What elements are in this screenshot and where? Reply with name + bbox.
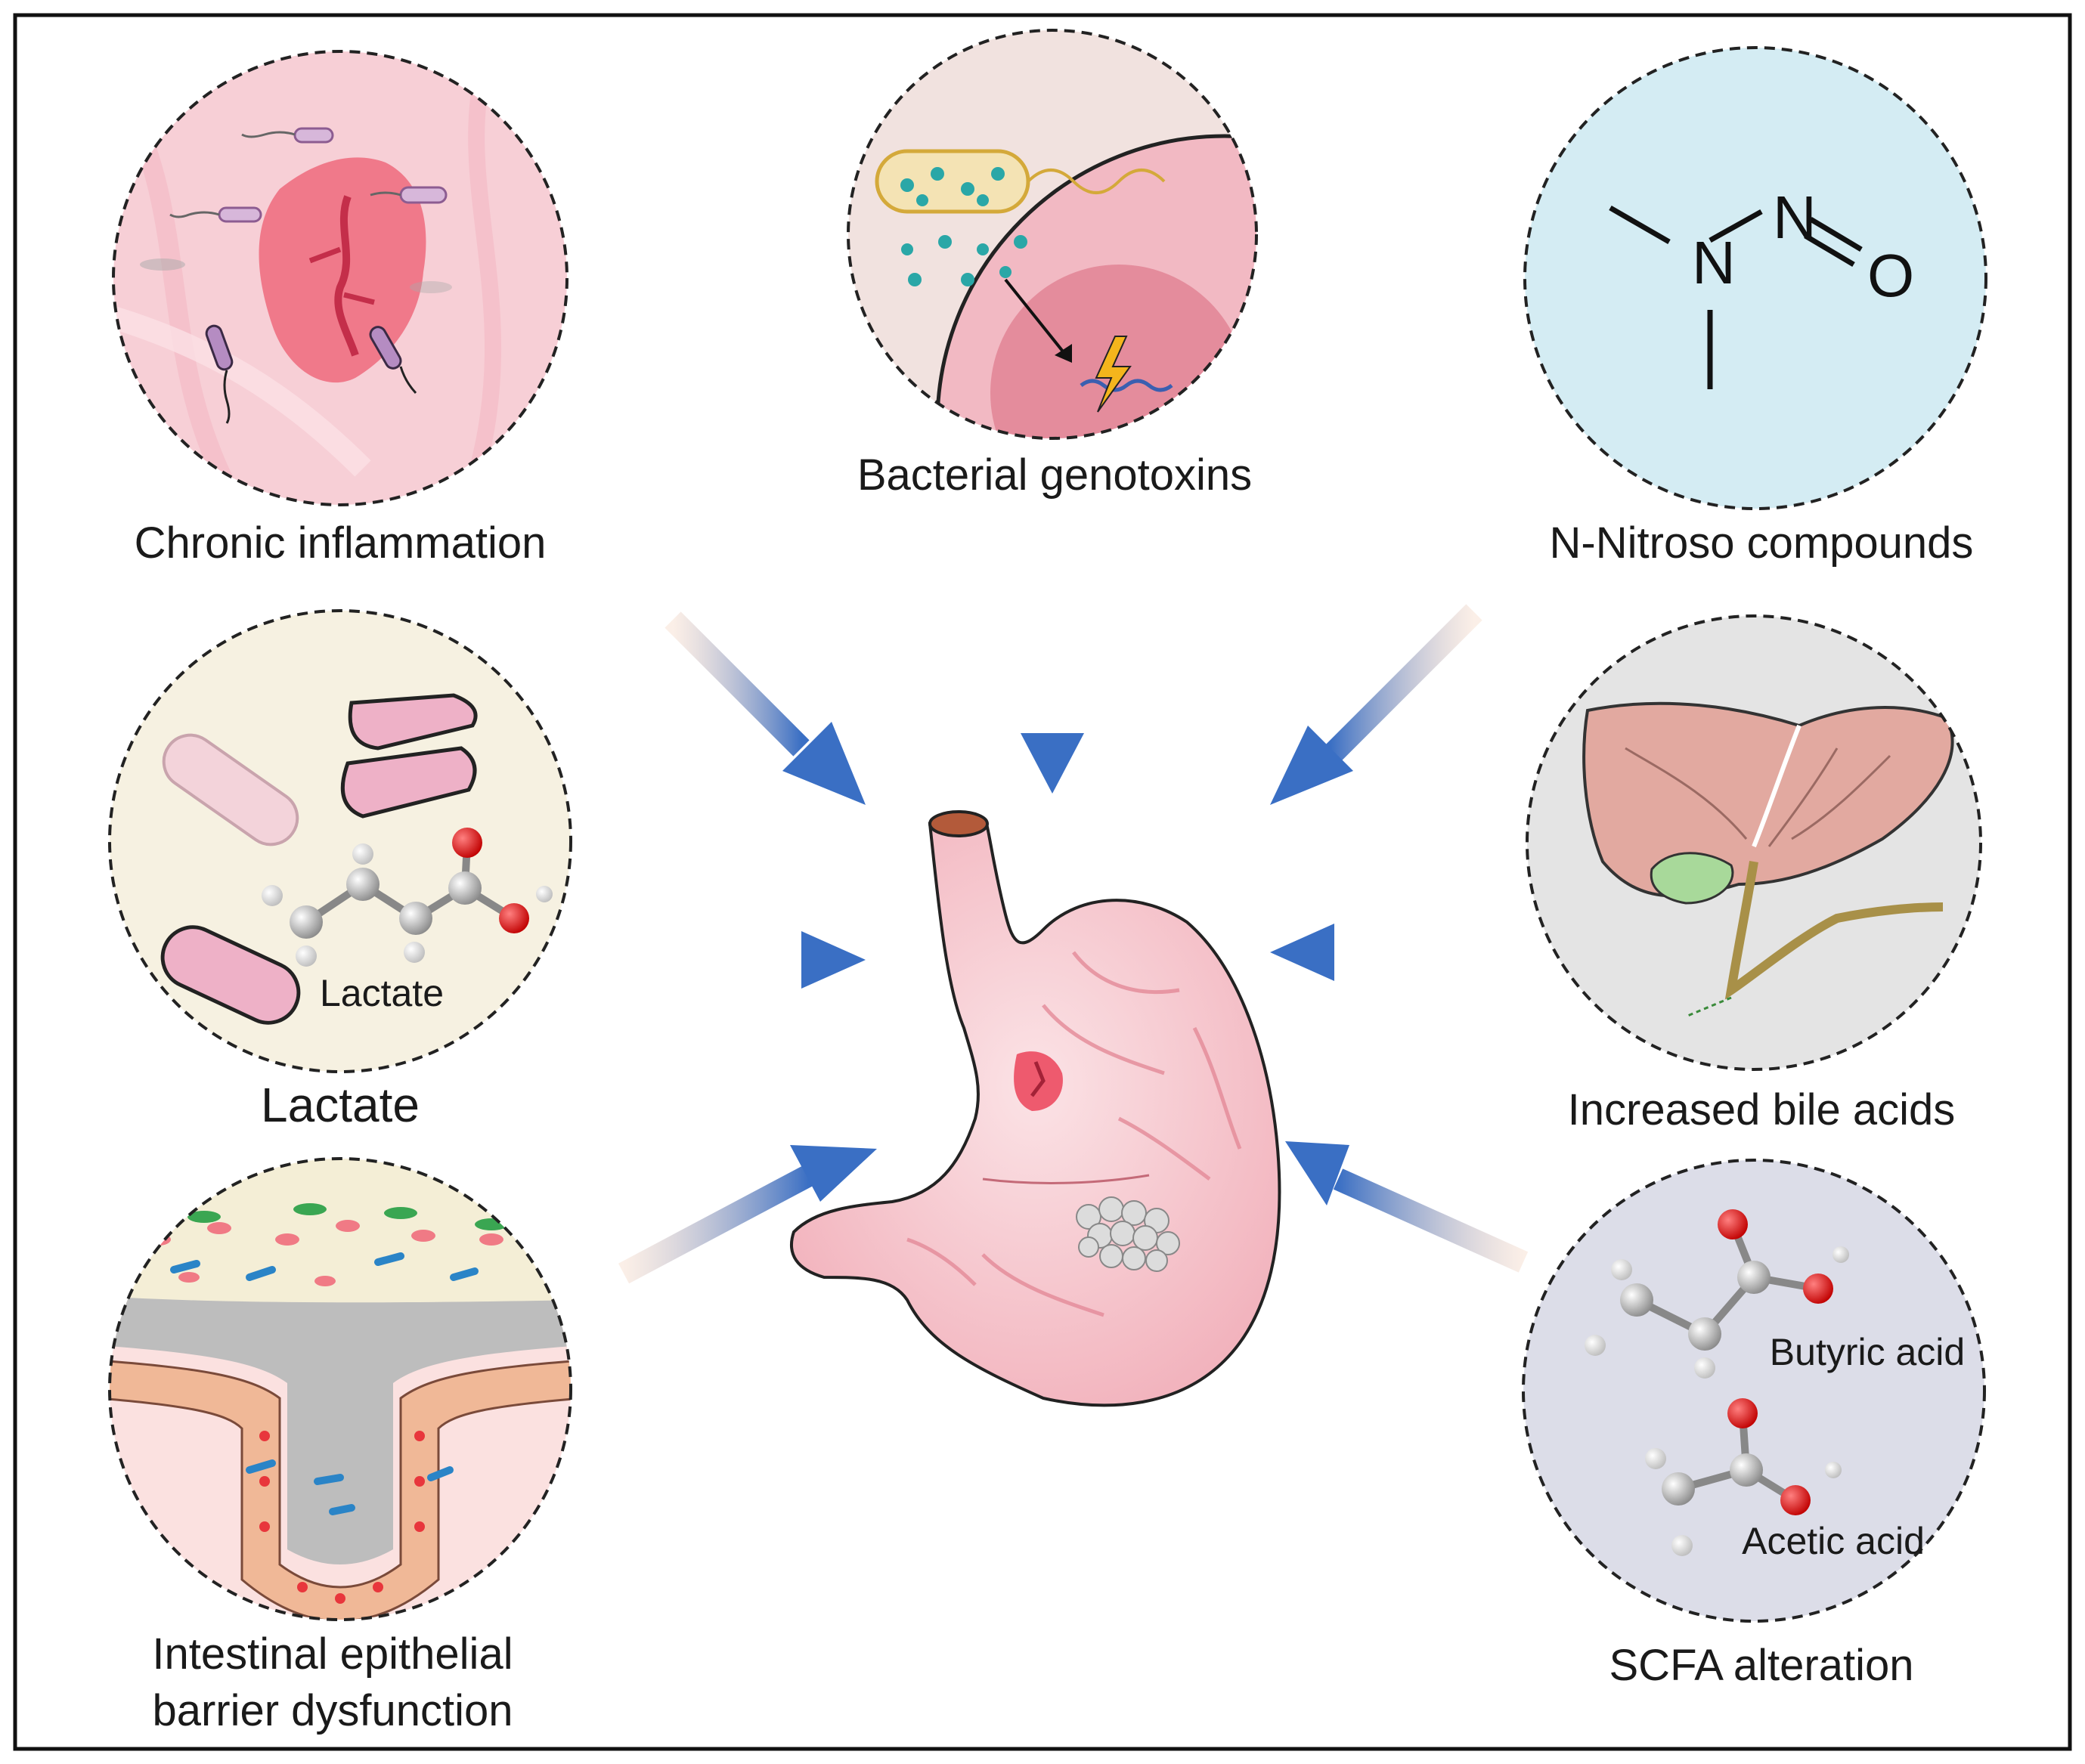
label-chronic-inflammation: Chronic inflammation <box>134 518 547 568</box>
gallbladder <box>1650 852 1734 905</box>
arrow-from-scfa <box>1285 1141 1529 1273</box>
arrow-from-bile <box>1270 924 1538 981</box>
arrow-from-nitroso <box>1270 604 1482 805</box>
host-nucleus <box>990 265 1247 438</box>
figure-border <box>13 13 2072 1751</box>
tumor-mass <box>1076 1196 1180 1272</box>
label-lactate-molecule: Lactate <box>319 972 444 1014</box>
liver <box>1582 701 1954 898</box>
label-lactate: Lactate <box>261 1078 420 1132</box>
label-barrier-line2: barrier dysfunction <box>152 1686 513 1735</box>
scfa-panel <box>1522 1159 1986 1623</box>
arrow-to-nucleus <box>1004 278 1067 357</box>
atom-o: O <box>1867 242 1914 309</box>
bacterial-genotoxins-panel <box>847 29 1258 440</box>
bile-acids-panel <box>1526 614 1982 1071</box>
bile-duct <box>1724 861 1944 1000</box>
dna-damage-bolt <box>1095 336 1132 413</box>
stomach <box>789 810 1281 1407</box>
chronic-inflammation-panel <box>112 50 568 506</box>
esophagus-opening <box>928 810 989 837</box>
label-barrier-line1: Intestinal epithelial <box>152 1629 513 1679</box>
label-scfa-alteration: SCFA alteration <box>1609 1641 1914 1690</box>
arrow-from-inflammation <box>665 611 866 805</box>
atom-n1: N <box>1692 229 1736 296</box>
arrow-from-genotoxins <box>1021 552 1084 794</box>
nitroso-structure <box>1609 205 1863 389</box>
bacterium-body <box>875 149 1030 214</box>
bacterium-faded <box>162 733 299 846</box>
arrow-from-barrier <box>618 1145 877 1284</box>
lactate-panel <box>108 609 572 1073</box>
mucus-layer <box>110 1296 571 1564</box>
atom-n2: N <box>1773 184 1817 251</box>
bacterium-lower <box>160 925 301 1025</box>
n-nitroso-panel: N N O <box>1523 46 1987 510</box>
epithelium <box>110 1359 571 1620</box>
barrier-panel <box>108 1157 572 1621</box>
label-bile-acids: Increased bile acids <box>1567 1085 1956 1134</box>
label-acetic-acid: Acetic acid <box>1742 1520 1925 1562</box>
bacterium-curved <box>348 693 478 750</box>
arrow-from-lactate <box>582 931 866 989</box>
label-n-nitroso: N-Nitroso compounds <box>1549 518 1974 568</box>
ulcer-lesion <box>1014 1051 1063 1111</box>
label-bacterial-genotoxins: Bacterial genotoxins <box>857 450 1253 500</box>
label-butyric-acid: Butyric acid <box>1769 1331 1966 1373</box>
